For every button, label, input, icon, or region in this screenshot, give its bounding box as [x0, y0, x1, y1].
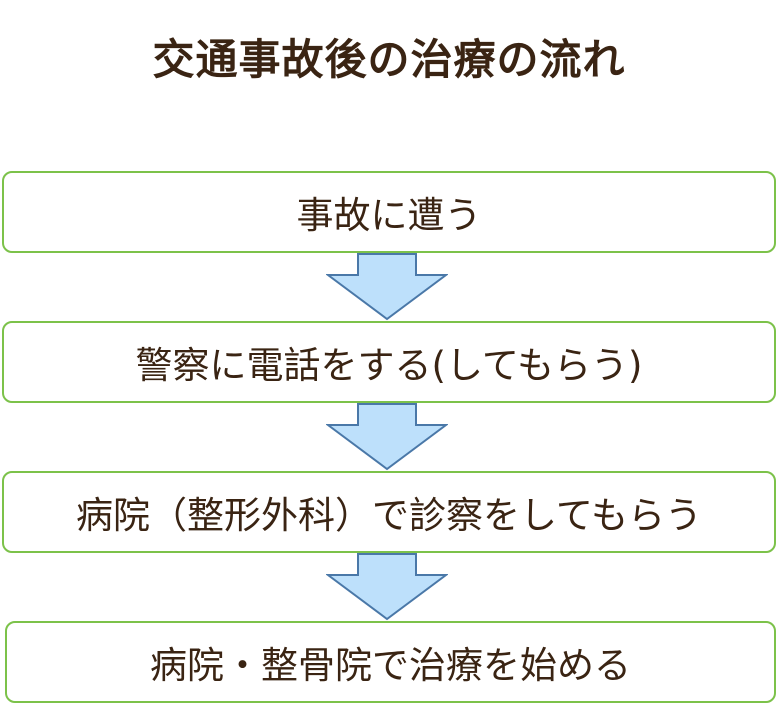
step-box-hospital-exam: 病院（整形外科）で診察をしてもらう: [2, 471, 776, 553]
down-arrow-icon: [326, 553, 448, 621]
step-label: 病院・整骨院で治療を始める: [150, 644, 631, 687]
step-box-call-police: 警察に電話をする(してもらう): [2, 321, 776, 403]
down-arrow-icon: [326, 253, 448, 321]
step-label: 事故に遭う: [296, 194, 482, 237]
step-box-start-treatment: 病院・整骨院で治療を始める: [5, 621, 776, 703]
step-box-accident: 事故に遭う: [2, 171, 776, 253]
down-arrow-icon: [326, 403, 448, 471]
step-label: 警察に電話をする(してもらう): [135, 344, 643, 387]
step-label: 病院（整形外科）で診察をしてもらう: [75, 494, 703, 537]
diagram-title: 交通事故後の治療の流れ: [152, 35, 626, 84]
